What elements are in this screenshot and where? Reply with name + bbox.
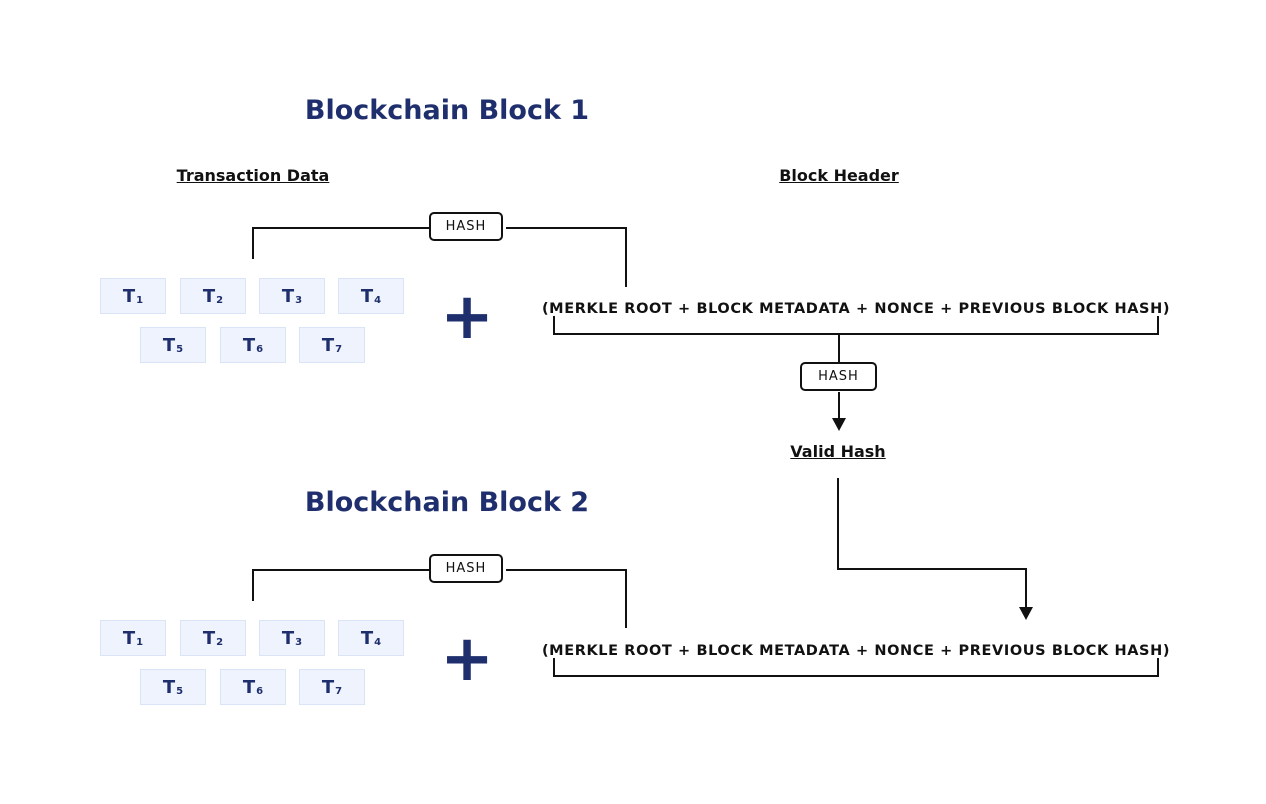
- block1-title: Blockchain Block 1: [304, 95, 590, 126]
- block2-header-bracket: [553, 658, 1159, 677]
- block2-title: Blockchain Block 2: [304, 487, 590, 518]
- block1-header-hash-box: HASH: [800, 362, 877, 391]
- tx-subscript: 5: [176, 685, 184, 697]
- tx-subscript: 1: [136, 294, 144, 306]
- tx-letter: T: [281, 627, 295, 649]
- tx-subscript: 6: [256, 685, 264, 697]
- transaction-data-heading: Transaction Data: [176, 166, 330, 185]
- valid-hash-to-block2-arrowhead: [1019, 607, 1033, 620]
- tx-letter: T: [242, 334, 256, 356]
- block2-header-formula: (MERKLE ROOT + BLOCK METADATA + NONCE + …: [541, 643, 1171, 659]
- tx-subscript: 2: [216, 636, 224, 648]
- block-header-heading: Block Header: [779, 166, 899, 185]
- block1-merkle-connector-right: [506, 227, 627, 287]
- tx-letter: T: [281, 285, 295, 307]
- block1-merkle-hash-label: HASH: [445, 219, 487, 234]
- tx-letter: T: [202, 285, 216, 307]
- block1-header-formula: (MERKLE ROOT + BLOCK METADATA + NONCE + …: [541, 301, 1171, 317]
- tx-letter: T: [162, 676, 176, 698]
- tx-subscript: 4: [374, 294, 382, 306]
- tx-subscript: 4: [374, 636, 382, 648]
- valid-hash-to-block2-connector: [837, 478, 1027, 607]
- tx-subscript: 7: [335, 685, 343, 697]
- tx-letter: T: [321, 334, 335, 356]
- tx-subscript: 7: [335, 343, 343, 355]
- tx-letter: T: [162, 334, 176, 356]
- block1-header-bracket: [553, 316, 1159, 335]
- tx-letter: T: [321, 676, 335, 698]
- tx-subscript: 1: [136, 636, 144, 648]
- tx-subscript: 3: [295, 636, 303, 648]
- tx-subscript: 3: [295, 294, 303, 306]
- block1-merkle-connector: [252, 227, 430, 259]
- tx-letter: T: [122, 285, 136, 307]
- block1-header-hash-label: HASH: [818, 369, 859, 384]
- valid-hash-label: Valid Hash: [790, 442, 886, 461]
- tx-subscript: 6: [256, 343, 264, 355]
- block1-plus-icon: +: [440, 280, 494, 354]
- block2-merkle-connector: [252, 569, 430, 601]
- tx-letter: T: [202, 627, 216, 649]
- tx-subscript: 5: [176, 343, 184, 355]
- hash-to-valid-arrowhead: [832, 418, 846, 431]
- tx-letter: T: [122, 627, 136, 649]
- tx-subscript: 2: [216, 294, 224, 306]
- block2-plus-icon: +: [440, 622, 494, 696]
- block2-merkle-hash-label: HASH: [445, 561, 487, 576]
- block2-merkle-hash-box: HASH: [429, 554, 503, 583]
- block1-merkle-hash-box: HASH: [429, 212, 503, 241]
- tx-letter: T: [360, 627, 374, 649]
- tx-letter: T: [242, 676, 256, 698]
- block2-merkle-connector-right: [506, 569, 627, 628]
- tx-letter: T: [360, 285, 374, 307]
